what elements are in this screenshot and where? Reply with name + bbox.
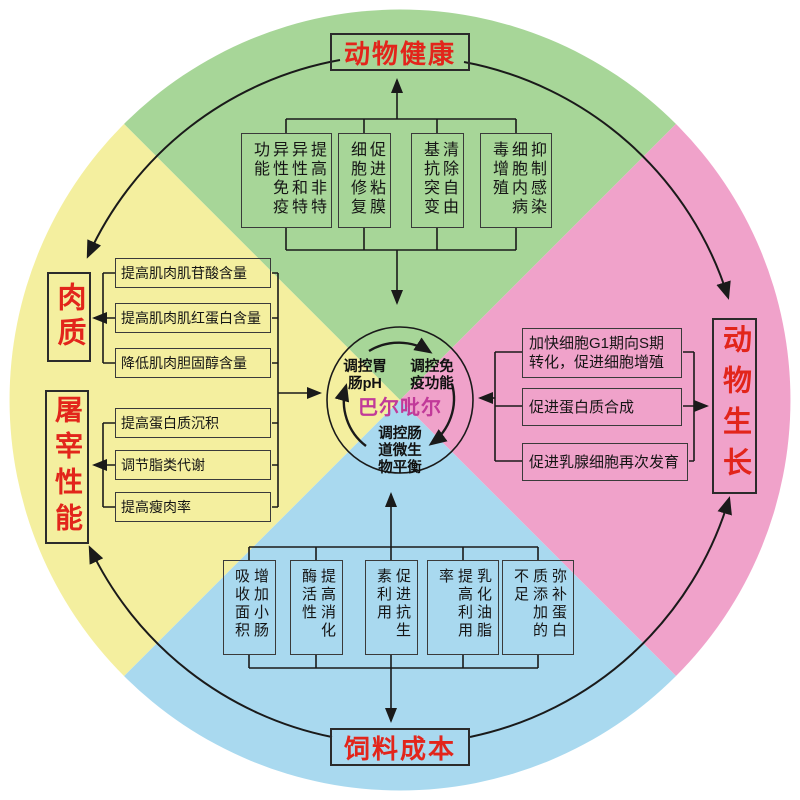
carcass-box: 提高蛋白质沉积 bbox=[115, 408, 271, 438]
feed-box: 增加小肠吸收面积 bbox=[223, 560, 276, 655]
yellow-right-bracket bbox=[272, 272, 279, 508]
health-box: 提高非特异性和特异性免疫功能 bbox=[241, 133, 332, 228]
center-function-immune: 调控免疫功能 bbox=[410, 359, 454, 392]
health-bottom-bracket bbox=[285, 228, 517, 251]
arrow-feed-to-growth bbox=[469, 496, 732, 738]
growth-box: 促进蛋白质合成 bbox=[522, 388, 682, 426]
growth-box: 加快细胞G1期向S期转化，促进细胞增殖 bbox=[522, 328, 682, 378]
quadrant-health-wedge bbox=[124, 9, 676, 401]
growth-left-bracket bbox=[494, 351, 522, 462]
health-box: 抑制感染细胞内病毒增殖 bbox=[480, 133, 552, 228]
feed-box: 弥补蛋白质添加的不足 bbox=[502, 560, 574, 655]
meat-box: 提高肌肉肌红蛋白含量 bbox=[115, 303, 271, 333]
arrow-health-to-meat bbox=[86, 59, 341, 259]
feed-bottom-bracket bbox=[248, 655, 539, 669]
arrow-health-to-growth bbox=[463, 61, 731, 300]
feed-top-bracket bbox=[248, 546, 539, 560]
carcass-box: 提高瘦肉率 bbox=[115, 492, 271, 522]
arrow-feed-to-carcass bbox=[88, 545, 333, 738]
cycle-arrow-top bbox=[368, 337, 433, 354]
center-product-name: 巴尔吡尔 bbox=[358, 397, 442, 419]
growth-label: 动物生长 bbox=[712, 318, 757, 494]
meat-left-bracket bbox=[102, 272, 115, 364]
feed-box: 促进抗生素利用 bbox=[365, 560, 418, 655]
health-box: 促进粘膜细胞修复 bbox=[338, 133, 391, 228]
carcass-label: 屠宰性能 bbox=[45, 390, 89, 544]
meat-box: 提高肌肉肌苷酸含量 bbox=[115, 258, 271, 288]
carcass-box: 调节脂类代谢 bbox=[115, 450, 271, 480]
growth-right-bracket bbox=[683, 351, 695, 462]
quadrant-meat-wedge bbox=[9, 124, 400, 676]
center-function-microbial-balance: 调控肠道微生物平衡 bbox=[378, 426, 422, 476]
feed-box: 乳化油脂提高利用率 bbox=[427, 560, 499, 655]
quadrant-feed-wedge bbox=[124, 400, 676, 791]
feed-box: 提高消化酶活性 bbox=[290, 560, 343, 655]
center-circle bbox=[326, 326, 474, 474]
center-function-gastric-ph: 调控胃肠pH bbox=[343, 359, 387, 392]
quadrant-growth-wedge bbox=[400, 124, 791, 676]
health-top-bracket bbox=[285, 118, 517, 133]
carcass-left-bracket bbox=[102, 422, 115, 508]
cycle-arrow-left bbox=[334, 383, 367, 447]
meat-label: 肉质 bbox=[47, 272, 91, 362]
cycle-arrow-right bbox=[428, 383, 456, 446]
health-box: 清除自由基抗突变 bbox=[411, 133, 464, 228]
health-label: 动物健康 bbox=[330, 33, 470, 71]
meat-box: 降低肌肉胆固醇含量 bbox=[115, 348, 271, 378]
feed-label: 饲料成本 bbox=[330, 728, 470, 766]
growth-box: 促进乳腺细胞再次发育 bbox=[522, 443, 688, 481]
